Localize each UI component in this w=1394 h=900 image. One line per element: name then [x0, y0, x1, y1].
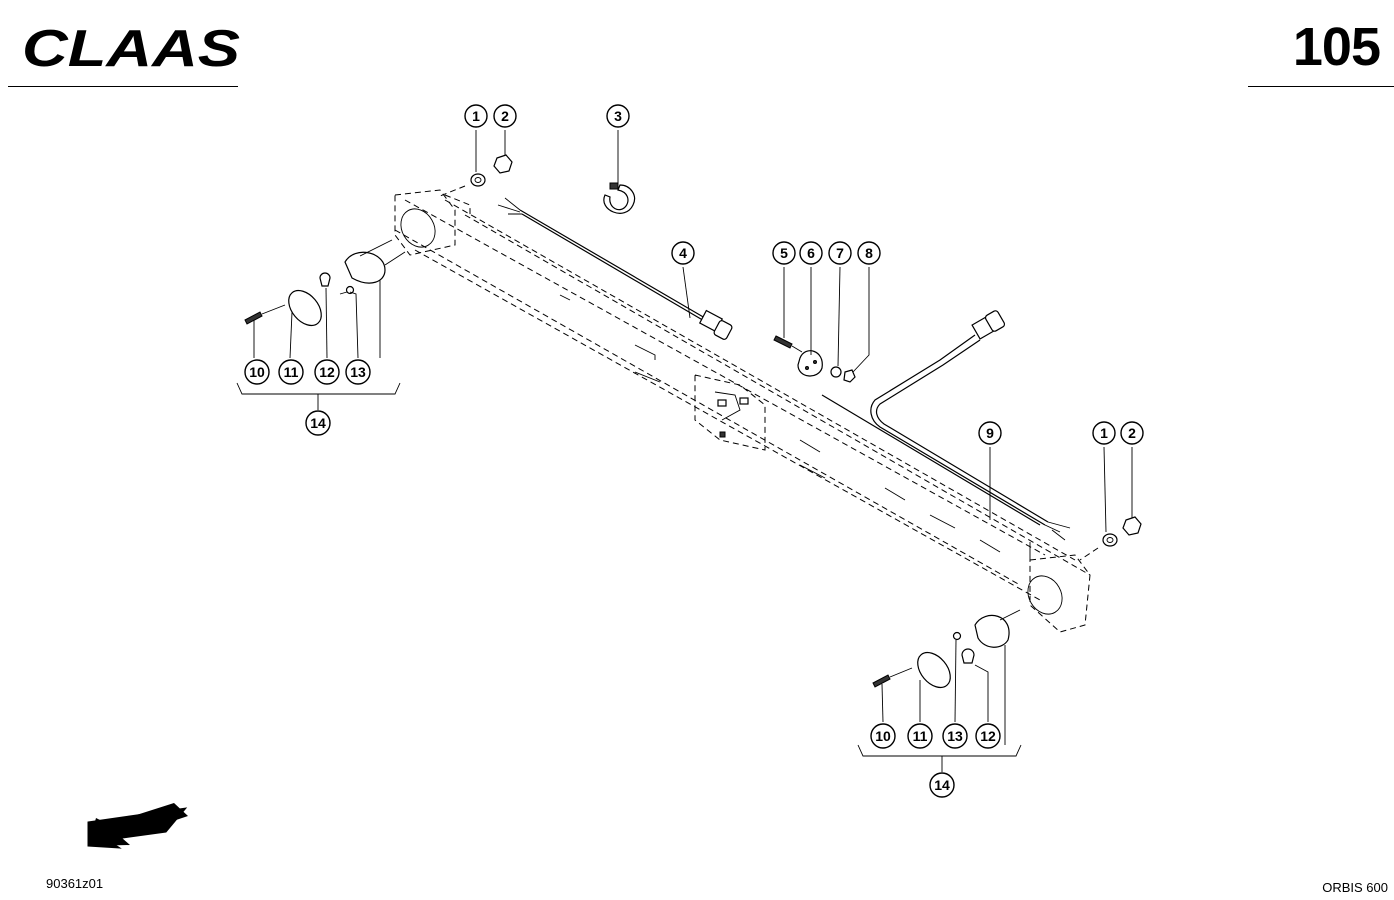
callout-5[interactable]: 5: [772, 241, 796, 265]
lighting-beam: [394, 189, 1091, 633]
svg-text:12: 12: [980, 728, 996, 744]
brand-logo-text: CLAAS: [22, 22, 240, 72]
callout-11-right[interactable]: 11: [907, 723, 933, 749]
callout-9[interactable]: 9: [978, 421, 1002, 445]
callout-10-left[interactable]: 10: [244, 359, 270, 385]
callout-14-right[interactable]: 14: [929, 772, 955, 798]
callout-4[interactable]: 4: [671, 241, 695, 265]
svg-text:11: 11: [913, 728, 928, 744]
svg-text:1: 1: [1100, 425, 1108, 441]
page-number: 105: [1292, 17, 1381, 77]
callout-13-left[interactable]: 13: [345, 359, 371, 385]
left-fasteners: [439, 130, 513, 197]
svg-text:9: 9: [986, 425, 994, 441]
svg-text:13: 13: [350, 364, 366, 380]
svg-text:10: 10: [875, 728, 891, 744]
callout-1-top[interactable]: 1: [464, 104, 488, 128]
cable-clamp: [603, 130, 636, 214]
callout-11-left[interactable]: 11: [278, 359, 304, 385]
svg-text:3: 3: [614, 108, 622, 124]
claas-logo: CLAAS: [22, 22, 240, 72]
callout-2-right[interactable]: 2: [1120, 421, 1144, 445]
callout-1-right[interactable]: 1: [1092, 421, 1116, 445]
svg-text:4: 4: [679, 245, 687, 261]
svg-text:8: 8: [865, 245, 873, 261]
svg-text:6: 6: [807, 245, 815, 261]
svg-text:2: 2: [1128, 425, 1136, 441]
header-rule-right: [1248, 86, 1394, 87]
svg-text:10: 10: [249, 364, 265, 380]
svg-text:5: 5: [780, 245, 788, 261]
svg-text:11: 11: [284, 364, 299, 380]
callout-2-top[interactable]: 2: [493, 104, 517, 128]
sensor-assembly: [773, 266, 1041, 526]
callout-12-right[interactable]: 12: [975, 723, 1001, 749]
cable-9: [870, 310, 1071, 541]
header-rule-left: [8, 86, 238, 87]
svg-text:14: 14: [310, 415, 326, 431]
svg-text:2: 2: [501, 108, 509, 124]
svg-text:14: 14: [934, 777, 950, 793]
svg-text:12: 12: [319, 364, 335, 380]
left-lamp-assembly: [236, 239, 406, 410]
callout-12-left[interactable]: 12: [314, 359, 340, 385]
right-lamp-assembly: [857, 609, 1022, 772]
callout-6[interactable]: 6: [799, 241, 823, 265]
right-fasteners: [1079, 446, 1142, 561]
svg-text:7: 7: [836, 245, 844, 261]
callout-13-right[interactable]: 13: [942, 723, 968, 749]
callout-14-left[interactable]: 14: [305, 410, 331, 436]
callout-7[interactable]: 7: [828, 241, 852, 265]
callout-3[interactable]: 3: [606, 104, 630, 128]
model-name: ORBIS 600: [1322, 880, 1388, 895]
callout-10-right[interactable]: 10: [870, 723, 896, 749]
callout-8[interactable]: 8: [857, 241, 881, 265]
travel-direction-arrow-icon-shape: [88, 803, 188, 846]
drawing-code: 90361z01: [46, 876, 104, 891]
svg-text:1: 1: [472, 108, 480, 124]
svg-text:13: 13: [947, 728, 963, 744]
cable-4: [497, 197, 733, 340]
